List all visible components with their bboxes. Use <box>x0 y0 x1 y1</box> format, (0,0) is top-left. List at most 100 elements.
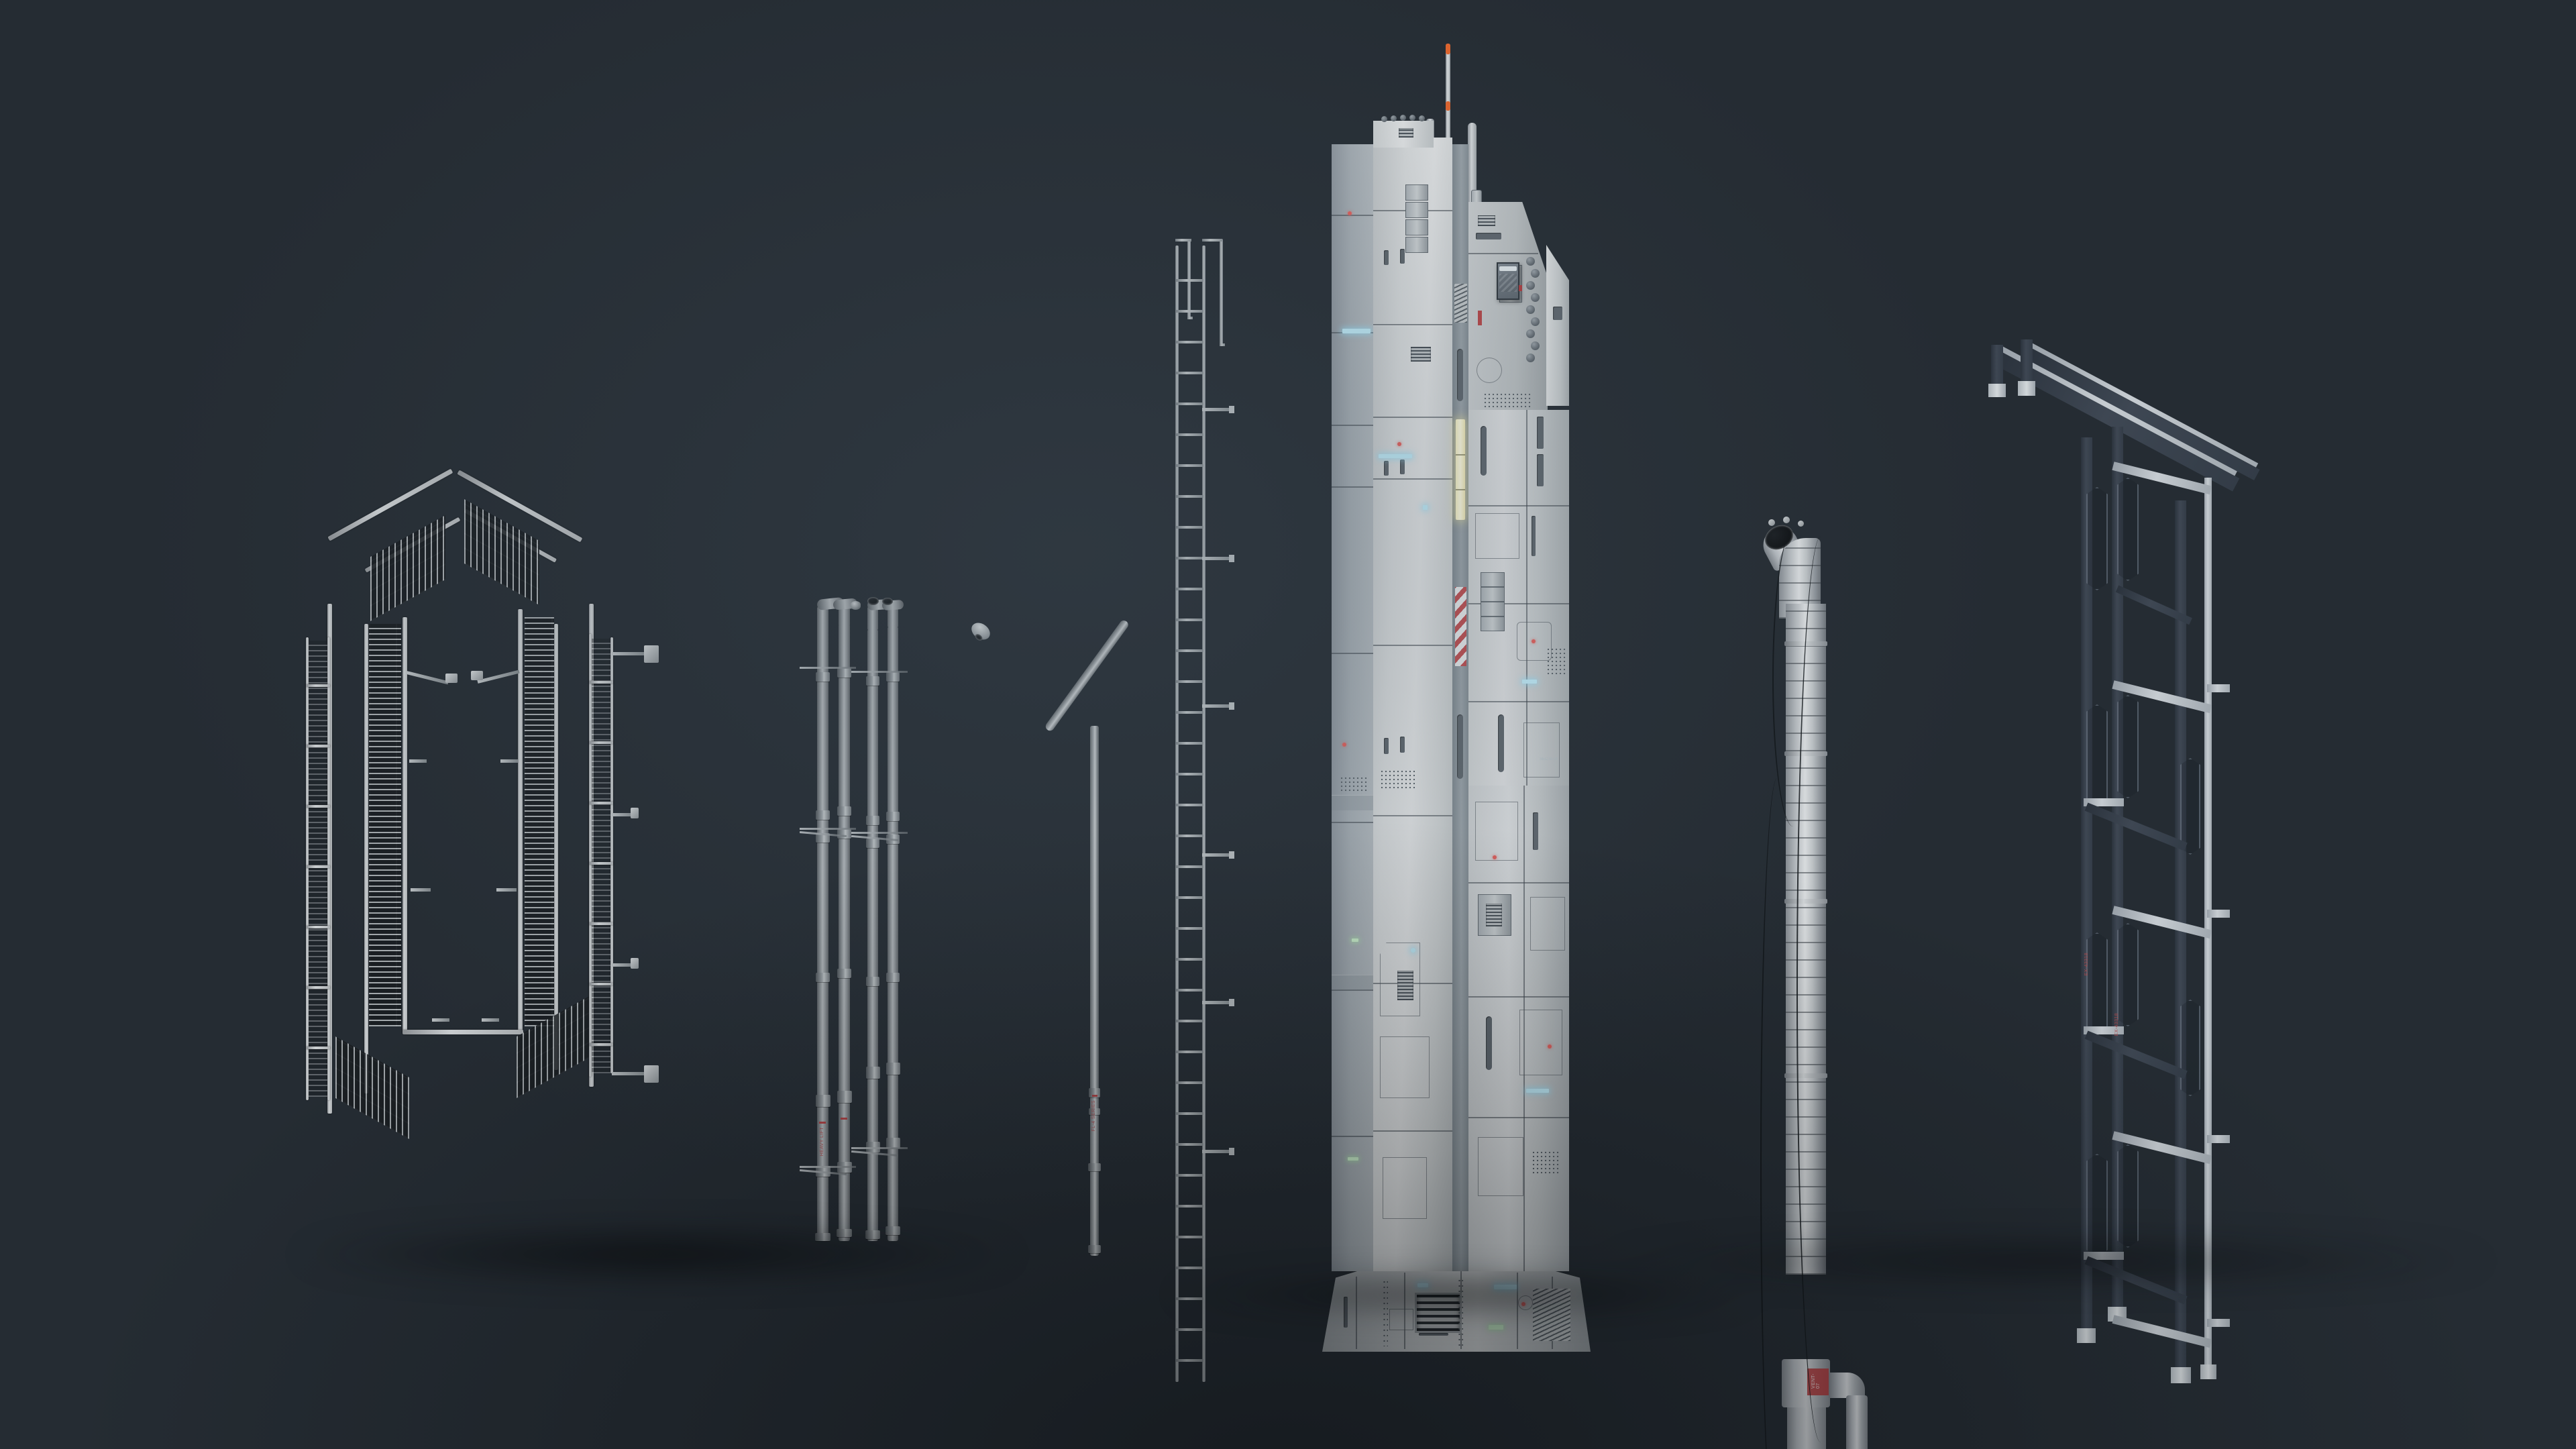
truss-web-panel <box>2086 704 2108 808</box>
truss-column <box>2175 500 2186 1373</box>
indicator-red <box>1493 855 1497 859</box>
object-habitat-tower: SEC-B-04 <box>1322 44 1647 1382</box>
truss-decal-b: EX-43318 <box>2114 1013 2119 1036</box>
archway-inner-bracket <box>496 888 517 892</box>
bolt-port <box>1531 317 1540 326</box>
bolt-port <box>1531 341 1540 350</box>
terminal-hatch-pattern <box>1499 273 1517 292</box>
archway-mount-pad <box>644 645 659 663</box>
pipe-decal-label: HEAVY LIFT <box>820 1127 824 1157</box>
truss-web-panel <box>2117 695 2139 798</box>
archway-inner-bracket <box>477 669 520 684</box>
left-grille <box>1340 776 1369 794</box>
tower-decal-label: SEC-B-04 <box>1540 757 1558 761</box>
mid-module <box>1481 602 1505 616</box>
exhaust-pipe <box>839 624 850 1241</box>
truss-web-panel <box>2117 1144 2139 1248</box>
lamp-arm <box>1044 619 1130 733</box>
truss-rear-rail <box>2207 910 2230 918</box>
upper-vent <box>1478 215 1495 226</box>
cooling-fin-block <box>1405 202 1428 218</box>
truss-cross-rail <box>2112 1315 2212 1348</box>
indicator-green <box>1352 938 1358 942</box>
mid-grille <box>1546 647 1566 674</box>
truss-web-panel <box>2086 1154 2108 1257</box>
cooling-fin-block <box>1405 237 1428 253</box>
object-ladder <box>1161 235 1248 1382</box>
base-louvered-vent <box>1415 1293 1462 1333</box>
truss-web-panel <box>2086 932 2108 1036</box>
truss-rear-rail <box>2207 684 2230 692</box>
lamp-shaft <box>1090 726 1099 1256</box>
truss-web-panel <box>2117 478 2139 581</box>
strip-light-cyan <box>1526 1089 1549 1093</box>
panel-vent <box>1397 971 1413 1000</box>
terminal-readout-bar <box>1499 266 1517 271</box>
truss-web-panel <box>2086 487 2108 590</box>
archway-inner-bracket <box>432 1018 449 1022</box>
archway-bracket <box>612 1072 648 1075</box>
indicator-red <box>1348 211 1352 215</box>
mid-module <box>1481 572 1505 587</box>
lower-vent <box>1486 904 1502 926</box>
bolt-port <box>1531 269 1540 278</box>
wall-terminal-display <box>1497 262 1519 300</box>
truss-rear-rail <box>2207 1319 2230 1327</box>
antenna-band-marker <box>1446 101 1450 111</box>
ladder-standoff <box>1202 851 1234 859</box>
bolt-port <box>1526 305 1535 314</box>
indicator-red <box>1397 442 1401 446</box>
base-indicator-green <box>1489 1325 1503 1330</box>
archway-mount-pad <box>631 808 639 818</box>
archway-inner-bracket <box>500 759 518 763</box>
truss-web-panel <box>2180 1000 2200 1096</box>
duct-branch-elbow <box>1829 1373 1865 1398</box>
archway-mount-pad <box>631 958 639 969</box>
mid-module <box>1481 587 1505 602</box>
antenna-tip-marker <box>1446 44 1450 54</box>
ladder-standoff <box>1202 555 1234 562</box>
strip-light-cyan <box>1342 329 1371 333</box>
base-bolt-strip <box>1458 1278 1463 1346</box>
base-bolt-strip <box>1383 1279 1388 1346</box>
truss-web-panel <box>2117 923 2139 1026</box>
lamp-decal-label: FL-4 SERIES <box>1091 1100 1096 1132</box>
truss-top-rail-rear <box>2026 341 2259 468</box>
indicator-red <box>1342 743 1346 747</box>
truss-web-panel <box>2180 758 2200 855</box>
truss-diagonal <box>2084 1256 2188 1305</box>
ladder-standoff <box>1202 1148 1234 1155</box>
bolt-port <box>1526 257 1535 266</box>
bolt-port <box>1526 354 1535 362</box>
archway-bracket <box>612 652 648 655</box>
indicator-red <box>1548 1044 1552 1049</box>
truss-rear-rail <box>2207 1135 2230 1143</box>
object-lamp-post: FL-4 SERIES <box>968 610 1130 1256</box>
archway-inner-bracket <box>482 1018 499 1022</box>
object-exhaust-stack-b <box>851 597 956 1254</box>
bolt-port <box>1531 293 1540 302</box>
archway-inner-bracket <box>406 671 449 685</box>
strip-light-cyan <box>1522 680 1537 684</box>
cooling-fin-block <box>1405 184 1428 201</box>
base-status-lights <box>1417 1283 1428 1287</box>
truss-diagonal <box>2084 802 2188 851</box>
duct-branch-pipe <box>1846 1395 1868 1449</box>
indicator-green <box>1348 1157 1358 1161</box>
archway-mount-pad <box>644 1065 659 1083</box>
lower-grille <box>1532 1150 1560 1175</box>
base-status-lights <box>1494 1285 1517 1289</box>
object-gantry-truss: EX-43318 EX-43318 <box>1986 329 2321 1389</box>
vent-grille <box>1411 347 1431 362</box>
indicator-cyan <box>1411 948 1415 953</box>
tower-right-edge <box>1546 245 1569 406</box>
angled-vent <box>1454 284 1467 323</box>
ladder-standoff <box>1202 999 1234 1006</box>
duct-cable <box>1796 537 1845 1442</box>
archway-inner-bracket <box>411 888 431 892</box>
strip-light-cyan <box>1379 454 1412 458</box>
ladder-standoff <box>1202 702 1234 710</box>
base-diagonal-hatch <box>1533 1289 1570 1341</box>
strip-light-cyan <box>1423 505 1428 510</box>
